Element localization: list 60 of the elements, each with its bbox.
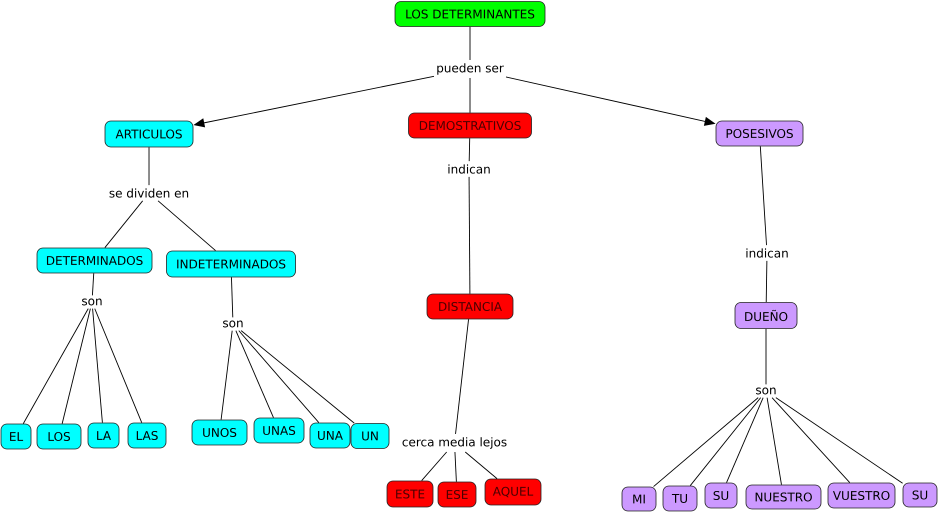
connector-line	[240, 330, 355, 424]
concept-box: LA	[88, 422, 120, 448]
concept-box: TU	[662, 486, 698, 512]
concept-box: POSESIVOS	[716, 120, 804, 146]
connector-line	[235, 330, 274, 418]
concept-box: DETERMINADOS	[36, 248, 152, 274]
connector-line	[468, 176, 470, 294]
concept-box: UN	[350, 423, 390, 449]
concept-box: DISTANCIA	[426, 294, 514, 320]
connector-line	[726, 397, 764, 484]
connector-line	[454, 452, 457, 482]
connector-line	[62, 308, 91, 424]
connector-line	[158, 200, 216, 252]
connector-line	[92, 308, 103, 424]
connector-line	[238, 330, 320, 424]
connector-line	[92, 272, 94, 296]
concept-box: LOS	[36, 424, 82, 450]
linking-phrase: son	[756, 388, 776, 394]
linking-phrase: pueden ser	[437, 63, 504, 75]
connector-line	[148, 146, 150, 186]
connector-line	[760, 146, 767, 246]
connector-line	[690, 397, 762, 486]
connector-line	[220, 330, 233, 420]
concept-box: MI	[622, 486, 656, 512]
concept-box: EL	[0, 424, 32, 450]
linking-phrase: se dividen en	[110, 188, 188, 198]
linking-phrase: indican	[448, 164, 490, 174]
concept-box: ARTICULOS	[104, 120, 194, 148]
concept-box: UNAS	[254, 418, 304, 444]
linking-phrase: cerca media lejos	[402, 437, 507, 449]
concept-box: VUESTRO	[828, 482, 896, 508]
linking-phrase: son	[82, 298, 102, 306]
connector-line	[455, 318, 469, 434]
connector-line	[22, 308, 89, 424]
connector-line	[653, 397, 759, 488]
concept-box: DEMOSTRATIVOS	[408, 112, 532, 138]
concept-box: SU	[704, 482, 738, 508]
connector-line	[766, 397, 782, 486]
connector-line	[421, 452, 448, 482]
linking-phrase: indican	[746, 248, 788, 258]
connector-line	[772, 397, 850, 484]
connector-line	[104, 200, 144, 248]
concept-box: NUESTRO	[746, 484, 822, 510]
connector-line	[766, 260, 768, 303]
concept-box: INDETERMINADOS	[166, 250, 296, 278]
linking-phrase: son	[223, 320, 243, 328]
concept-box: LOS DETERMINANTES	[394, 1, 546, 27]
connector-line	[231, 276, 234, 318]
connector-line	[464, 452, 498, 480]
concept-box: ESTE	[386, 480, 434, 508]
connector-line	[775, 397, 904, 484]
concept-box: LAS	[128, 422, 166, 448]
concept-box: AQUEL	[484, 478, 542, 506]
concept-box: UNA	[310, 422, 350, 448]
concept-box: SU	[902, 482, 938, 508]
concept-box: ESE	[438, 482, 476, 508]
concept-box: DUEÑO	[734, 302, 798, 329]
connector-line	[468, 138, 470, 162]
concept-box: UNOS	[192, 420, 248, 446]
connector-line	[94, 308, 142, 424]
